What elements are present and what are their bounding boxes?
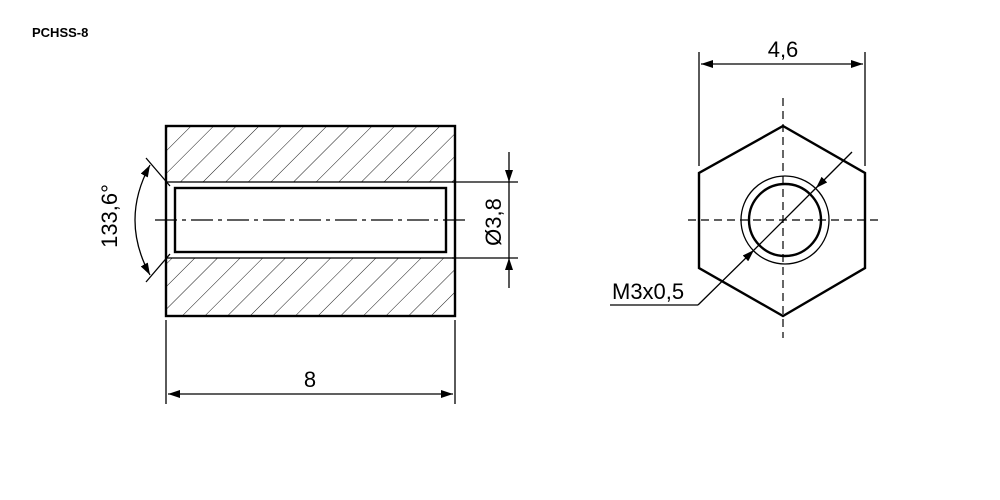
bore-diameter-text: Ø3,8	[481, 198, 506, 246]
thread-callout-text: M3x0,5	[612, 279, 684, 304]
angle-dimension: 133,6°	[97, 157, 171, 283]
length-dimension: 8	[165, 320, 456, 404]
angle-dimension-text: 133,6°	[97, 184, 122, 248]
section-view	[155, 124, 470, 318]
hatch-upper-wall	[166, 126, 455, 182]
thread-callout: M3x0,5	[610, 151, 853, 306]
across-flats-text: 4,6	[768, 37, 799, 62]
length-dimension-text: 8	[304, 367, 316, 392]
hatch-lower-wall	[166, 258, 455, 316]
part-number-label: PCHSS-8	[32, 25, 88, 40]
end-view	[688, 98, 882, 338]
across-flats-dimension: 4,6	[698, 37, 866, 166]
bore-diameter-dimension: Ø3,8	[452, 152, 518, 288]
hex-outline	[697, 124, 867, 318]
